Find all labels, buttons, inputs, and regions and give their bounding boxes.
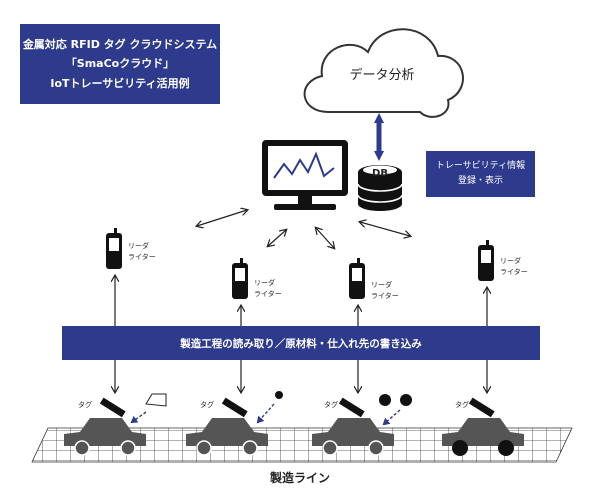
car-1: [64, 393, 167, 456]
reader-label-4-line-2: ライター: [500, 267, 528, 276]
tag-label-2: タグ: [200, 401, 214, 409]
car-4: [442, 397, 524, 456]
car-3: [312, 394, 412, 456]
reader-label-1: リーダ ライター: [128, 241, 156, 262]
tag-label-3: タグ: [324, 401, 338, 409]
reader-label-2-line-2: ライター: [254, 289, 282, 298]
info-line-2: 登録・表示: [457, 176, 503, 186]
title-line-2: 「SmaCoクラウド」: [65, 57, 175, 71]
reader-label-3-line-2: ライター: [371, 291, 399, 300]
reader-device-3: [349, 258, 365, 299]
cloud-icon: [303, 28, 464, 118]
reader-label-4: リーダ ライター: [500, 256, 528, 277]
reader-device-2: [232, 258, 248, 299]
info-line-1: トレーサビリティ情報: [435, 160, 526, 171]
reader-label-4-line-1: リーダ: [500, 257, 521, 265]
traceability-info-box: トレーサビリティ情報 登録・表示: [426, 151, 535, 197]
reader-label-1-line-1: リーダ: [128, 242, 149, 250]
title-line-3: IoTトレーサビリティ活用例: [50, 76, 190, 90]
tag-label-1: タグ: [78, 401, 92, 409]
process-band: 製造工程の読み取り／原材料・仕入れ先の書き込み: [62, 326, 540, 360]
database-icon: [357, 165, 403, 211]
production-line-label: 製造ライン: [269, 471, 330, 485]
tag-label-4: タグ: [455, 401, 469, 409]
reader-label-1-line-2: ライター: [128, 252, 156, 261]
reader-label-2: リーダ ライター: [254, 278, 282, 299]
car-2: [186, 391, 283, 456]
reader-device-1: [106, 228, 122, 269]
title-box: 金属対応 RFID タグ クラウドシステム 「SmaCoクラウド」 IoTトレー…: [20, 24, 220, 104]
reader-label-3: リーダ ライター: [371, 280, 399, 301]
production-track: [31, 427, 573, 463]
title-line-1: 金属対応 RFID タグ クラウドシステム: [22, 38, 218, 52]
cloud-label: データ分析: [349, 68, 415, 83]
reader-label-2-line-1: リーダ: [254, 279, 275, 287]
comm-arrows: [197, 210, 410, 248]
monitor-chart-icon: [262, 140, 348, 210]
db-label: DB: [372, 168, 388, 179]
reader-label-3-line-1: リーダ: [371, 281, 392, 289]
reader-device-4: [478, 240, 494, 281]
